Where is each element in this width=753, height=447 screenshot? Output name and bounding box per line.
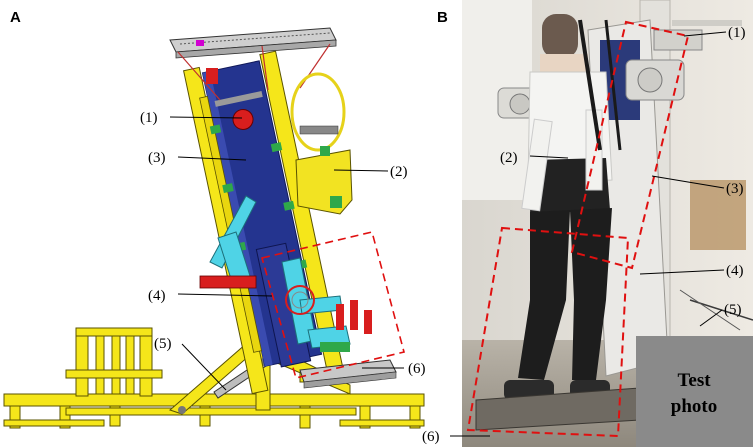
callout-b-6: (6) <box>422 429 440 445</box>
callout-b-1: (1) <box>728 25 746 41</box>
callout-b-5: (5) <box>724 302 742 318</box>
callout-a-3: (3) <box>148 150 166 166</box>
callout-b-3: (3) <box>726 181 744 197</box>
leg-mechanism <box>199 195 372 352</box>
callout-a-6: (6) <box>408 361 426 377</box>
callout-a-2: (2) <box>390 164 408 180</box>
callout-b-2: (2) <box>500 150 518 166</box>
test-photo-line2: photo <box>671 396 717 417</box>
panel-b-leaders <box>450 31 727 437</box>
panel-a-letter: A <box>10 9 21 26</box>
body-region-dashed-b <box>570 20 690 270</box>
leg-region-dashed-a <box>261 231 405 379</box>
foot-plate <box>299 359 397 389</box>
panel-a-drawing <box>3 27 425 429</box>
test-photo-box <box>636 336 753 447</box>
callout-a-4: (4) <box>148 288 166 304</box>
callout-b-4: (4) <box>726 263 744 279</box>
callout-a-1: (1) <box>140 110 158 126</box>
panel-a-leaders <box>169 116 404 391</box>
panel-b-photo <box>462 0 753 447</box>
test-photo-line1: Test <box>677 370 711 391</box>
top-platform <box>169 27 337 101</box>
leg-region-dashed-b <box>466 226 630 438</box>
panel-b-letter: B <box>437 9 448 26</box>
body-support <box>290 72 353 215</box>
callout-a-5: (5) <box>154 336 172 352</box>
